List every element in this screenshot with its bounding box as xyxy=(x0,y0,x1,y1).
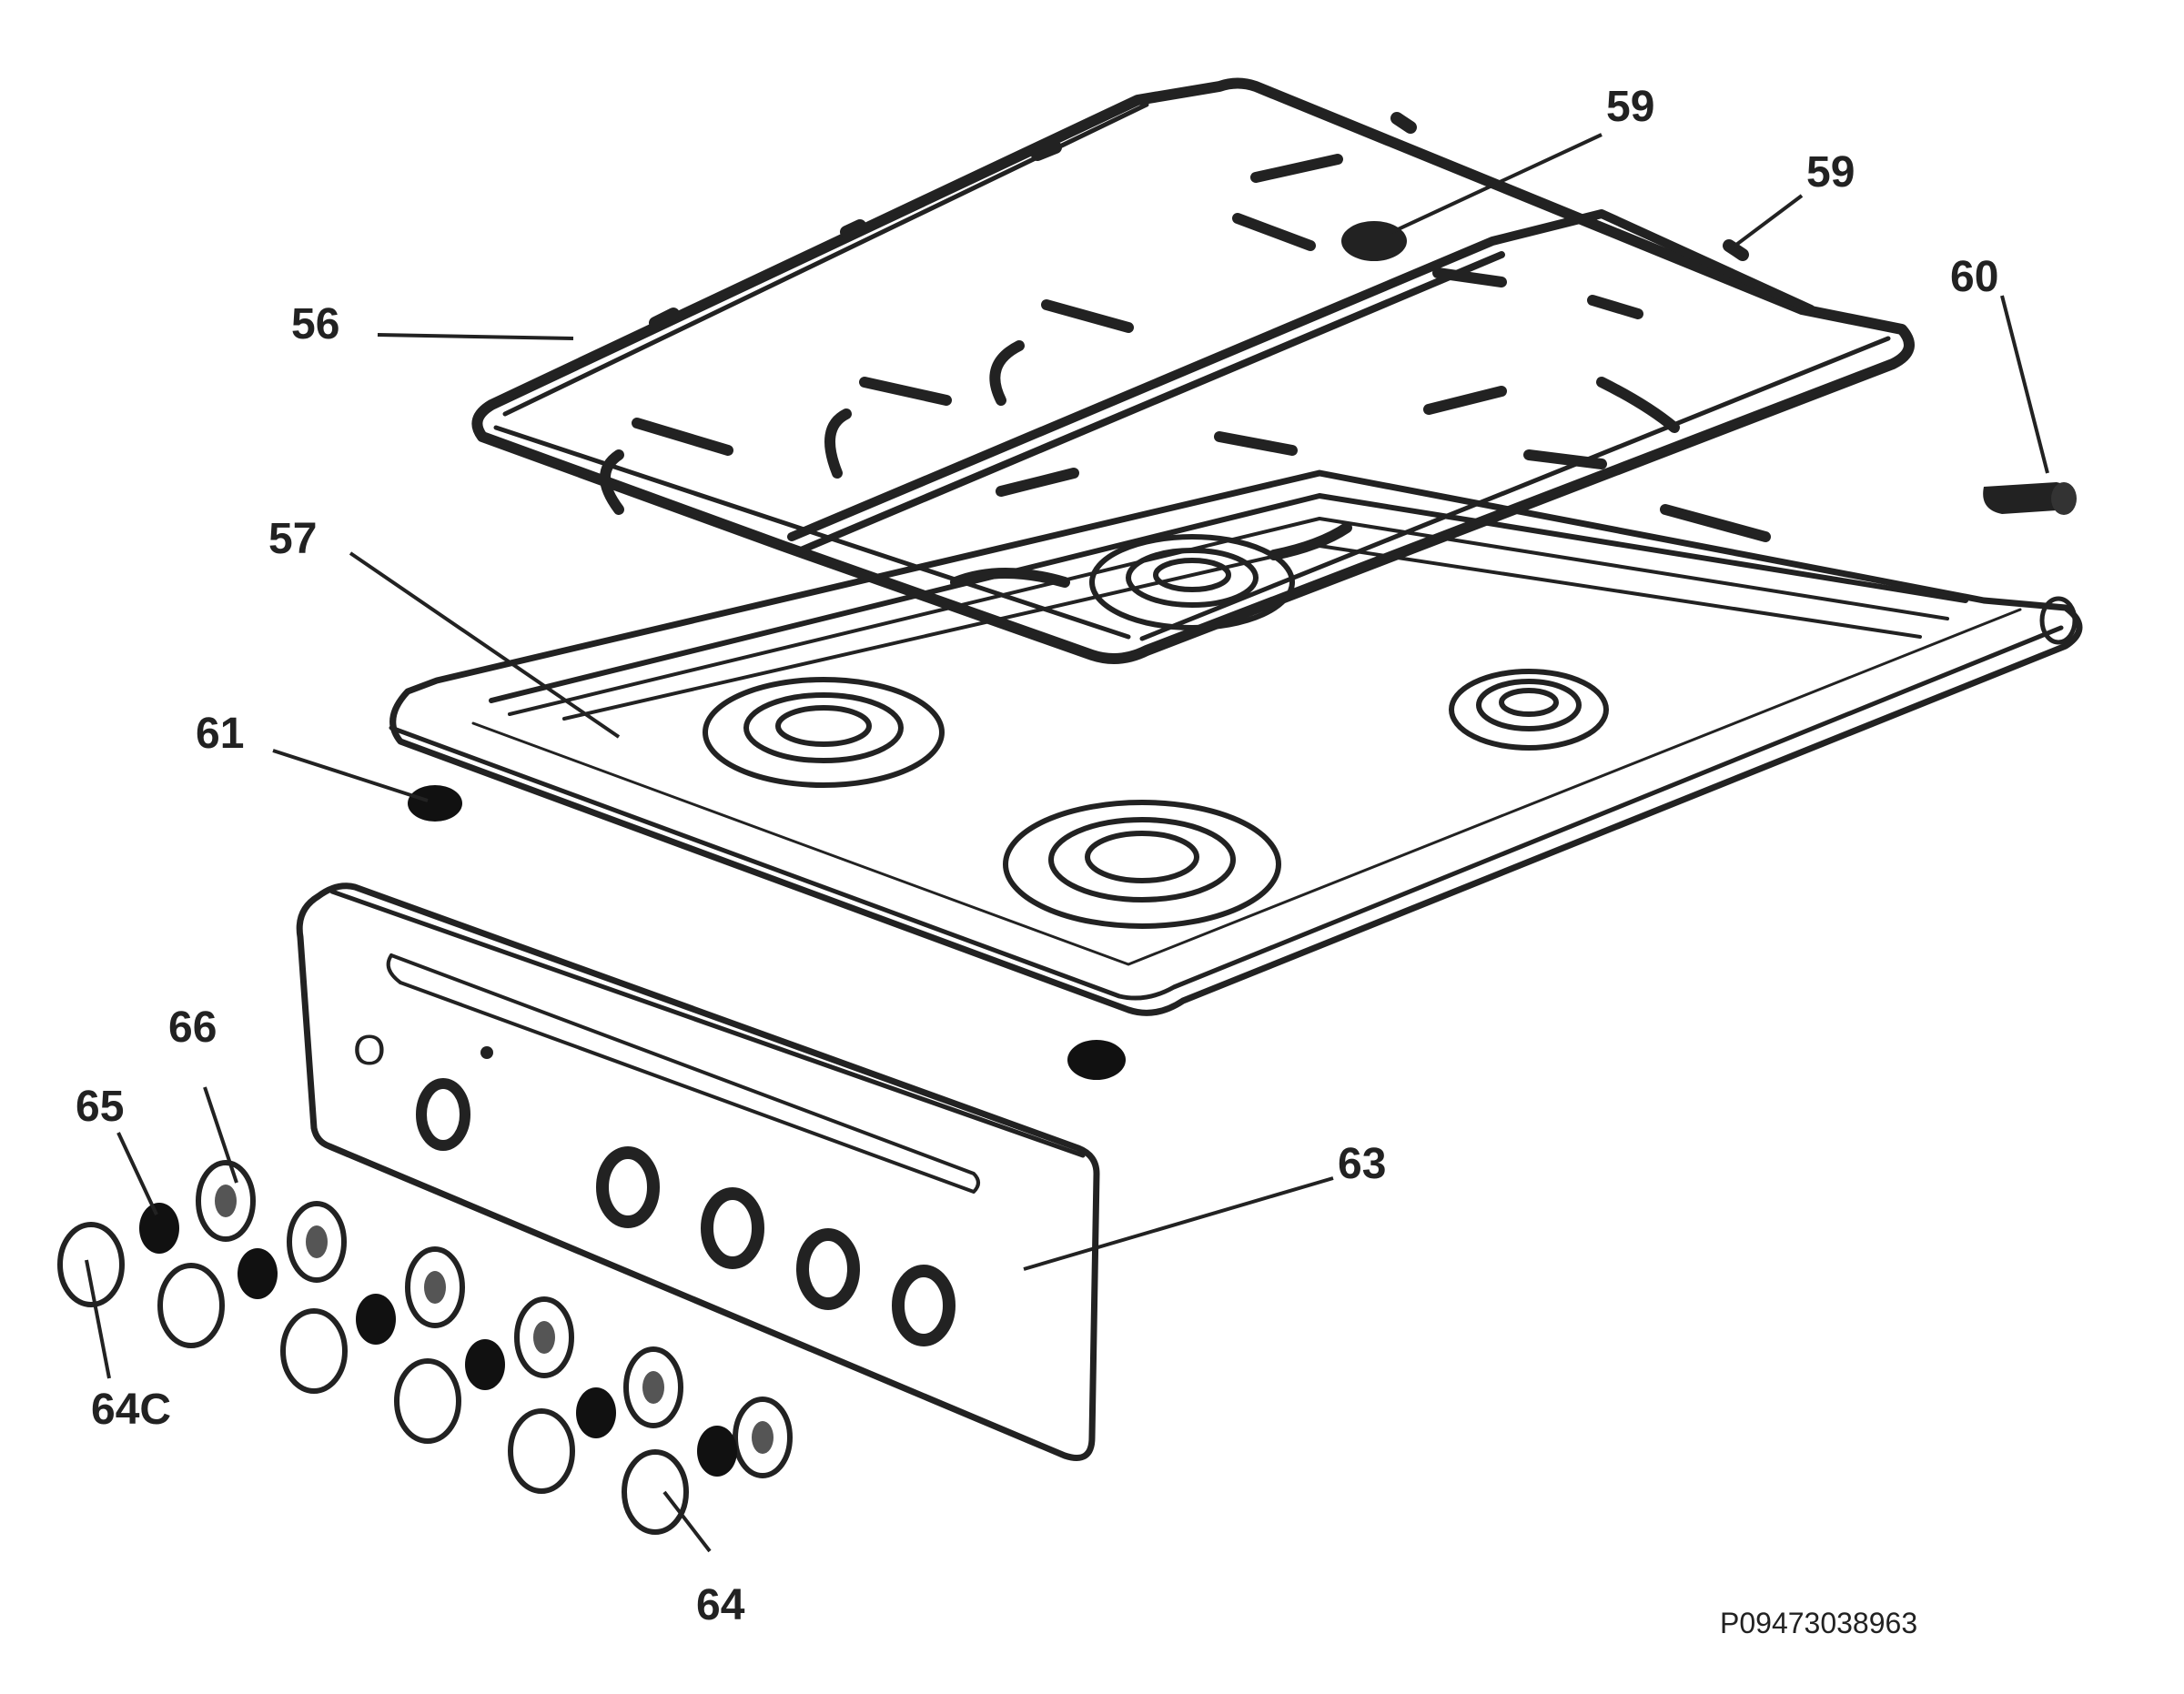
knob xyxy=(508,1408,575,1494)
knob-ring xyxy=(356,1294,396,1345)
knob xyxy=(280,1308,348,1394)
knob-bezel xyxy=(514,1296,574,1378)
panel-symbol: O xyxy=(353,1026,386,1074)
reference-code: P09473038963 xyxy=(1720,1607,1917,1639)
knob-bezel xyxy=(405,1246,465,1328)
knob-ring xyxy=(576,1387,616,1438)
panel-ignition-button xyxy=(416,1078,470,1151)
knob-ring xyxy=(697,1426,737,1477)
knob-set xyxy=(57,1160,793,1535)
knob-bezel xyxy=(287,1201,347,1283)
burner-back-middle xyxy=(1089,534,1295,630)
panel-knob-hole xyxy=(892,1265,956,1346)
label-front-foot: 61 xyxy=(196,710,244,758)
hob-top-plate xyxy=(389,469,2083,1016)
knob-bezel xyxy=(196,1160,256,1242)
knob-bezel xyxy=(733,1397,793,1478)
control-panel xyxy=(296,882,1100,1461)
pan-support-grate xyxy=(471,77,1915,664)
label-knob-ring: 65 xyxy=(76,1083,124,1131)
knob-ring xyxy=(238,1248,278,1299)
panel-knob-hole xyxy=(796,1228,860,1310)
label-grate-foot: 59 xyxy=(1606,83,1654,131)
label-hob-top: 57 xyxy=(268,515,317,563)
label-grate: 56 xyxy=(291,300,339,348)
burner-back-right xyxy=(1449,669,1609,751)
label-grate-foot-alt: 59 xyxy=(1806,148,1855,197)
burner-front-left xyxy=(703,677,945,788)
leader-lines xyxy=(85,133,2049,1553)
front-foot xyxy=(408,785,462,822)
knob xyxy=(57,1222,125,1307)
knob xyxy=(157,1263,225,1348)
knob-ring xyxy=(139,1203,179,1254)
label-control-panel: 63 xyxy=(1338,1140,1386,1188)
knob-bezel xyxy=(623,1346,683,1428)
knob-ring xyxy=(465,1339,505,1390)
label-knob-bezel: 66 xyxy=(168,1003,217,1052)
burner-front-large xyxy=(1003,800,1281,929)
label-knob: 64 xyxy=(696,1581,745,1629)
knob xyxy=(622,1449,689,1535)
label-knob-c: 64C xyxy=(91,1386,171,1434)
clip xyxy=(1983,482,2077,515)
rear-foot xyxy=(1067,1040,1126,1080)
panel-knob-hole xyxy=(701,1187,764,1269)
label-clip: 60 xyxy=(1950,253,1998,301)
knob xyxy=(394,1358,461,1444)
panel-knob-hole xyxy=(596,1146,660,1228)
grate-foot xyxy=(1341,221,1407,261)
